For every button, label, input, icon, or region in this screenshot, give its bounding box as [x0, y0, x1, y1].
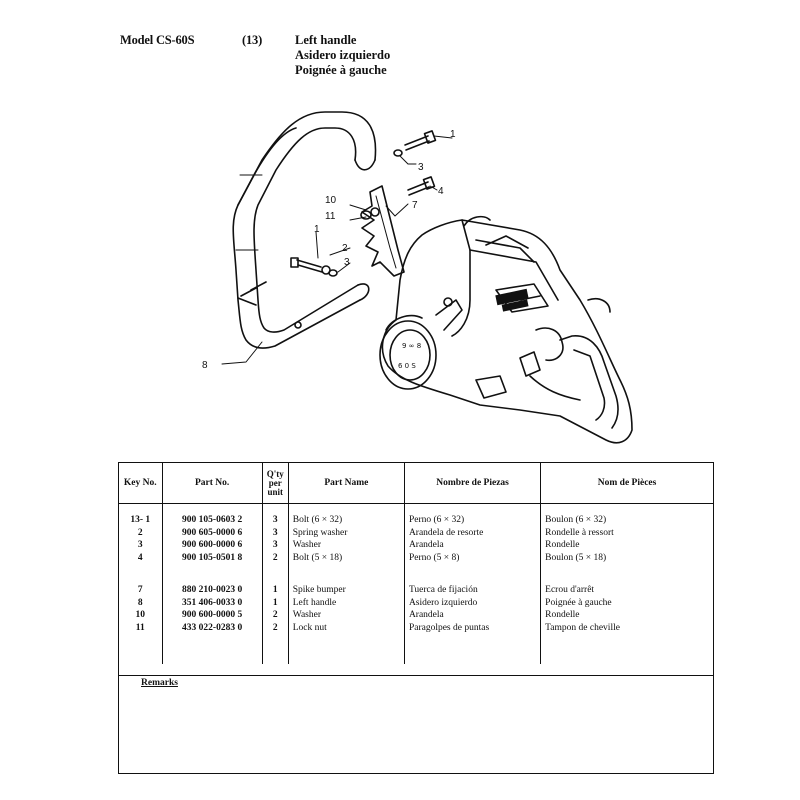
- leader-lines: [221, 135, 453, 365]
- qty-cell: 3: [262, 539, 289, 552]
- model-label: Model CS-60S: [120, 33, 195, 47]
- remarks-label: Remarks: [141, 678, 178, 688]
- title-french: Poignée à gauche: [295, 63, 387, 77]
- nombre-cell: Asidero izquierdo: [404, 596, 542, 609]
- nom-cell: Boulon (6 × 32): [545, 515, 607, 525]
- qty-cell: 1: [262, 596, 289, 609]
- part-name-cell: Spike bumper: [288, 584, 405, 597]
- chainsaw-engine-body: [379, 215, 633, 444]
- qty-cell: 2: [262, 621, 289, 634]
- table-row: 4 900 105-0501 8 2 Bolt (5 × 18) Perno (…: [119, 551, 713, 564]
- nombre-cell: Tuerca de fijación: [404, 584, 542, 597]
- key-cell: 4: [119, 551, 163, 564]
- header-key-no: Key No.: [119, 463, 163, 504]
- callout-10: 10: [325, 195, 337, 206]
- callout-8: 8: [202, 360, 208, 371]
- qty-cell: 2: [262, 551, 289, 564]
- part-name-cell: Left handle: [288, 596, 405, 609]
- key-cell: 11: [119, 621, 163, 634]
- callout-7: 7: [412, 200, 418, 211]
- fasteners: [290, 130, 437, 277]
- svg-text:6 0 S: 6 0 S: [398, 362, 416, 370]
- nom-cell: Boulon (5 × 18): [545, 552, 607, 563]
- part-name-cell: Washer: [288, 609, 405, 622]
- nom-cell: Rondelle: [545, 610, 580, 620]
- part-name-cell: Spring washer: [288, 526, 405, 539]
- part-no-cell: 351 406-0033 0: [162, 596, 263, 609]
- svg-text:9 ∞ 8: 9 ∞ 8: [402, 342, 421, 350]
- part-no-cell: 880 210-0023 0: [162, 584, 263, 597]
- header-qty-line3: unit: [267, 486, 283, 497]
- key-cell: 13- 1: [119, 514, 163, 527]
- spike-bumper-part: [361, 185, 405, 277]
- part-name-cell: Washer: [288, 539, 405, 552]
- nom-cell: Rondelle: [545, 540, 580, 550]
- header-qty: Q'ty per unit: [262, 463, 289, 504]
- engine-markings: 9 ∞ 8 6 0 S: [398, 288, 529, 370]
- callout-2: 2: [342, 243, 348, 254]
- header-nombre: Nombre de Piezas: [404, 463, 542, 504]
- part-no-cell: 900 600-0000 6: [162, 539, 263, 552]
- table-row: 13- 1 900 105-0603 2 3 Bolt (6 × 32) Per…: [119, 514, 713, 527]
- nombre-cell: Arandela de resorte: [404, 526, 542, 539]
- part-name-cell: Bolt (5 × 18): [288, 551, 405, 564]
- callout-1-left: 1: [314, 224, 320, 235]
- part-no-cell: 900 600-0000 5: [162, 609, 263, 622]
- header-nom: Nom de Pièces: [540, 463, 713, 504]
- part-no-cell: 900 105-0603 2: [162, 514, 263, 527]
- callout-3-left: 3: [344, 257, 350, 268]
- nom-cell: Rondelle à ressort: [545, 527, 614, 538]
- table-row: 10 900 600-0000 5 2 Washer Arandela Rond…: [119, 609, 713, 622]
- callout-11: 11: [325, 211, 336, 222]
- key-cell: 2: [119, 526, 163, 539]
- key-cell: 3: [119, 539, 163, 552]
- qty-cell: 1: [262, 584, 289, 597]
- part-name-cell: Bolt (6 × 32): [288, 514, 405, 527]
- parts-list-table: Key No. Part No. Q'ty per unit Part Name…: [118, 462, 714, 774]
- header-part-no: Part No.: [162, 463, 263, 504]
- nombre-cell: Paragolpes de puntas: [404, 621, 542, 634]
- table-row: 3 900 600-0000 6 3 Washer Arandela Ronde…: [119, 539, 713, 552]
- callout-3-top: 3: [418, 162, 424, 173]
- nombre-cell: Arandela: [404, 539, 542, 552]
- qty-cell: 2: [262, 609, 289, 622]
- exploded-parts-diagram: 9 ∞ 8 6 0 S 1 3 4 7 10 11 1 2 3 8: [202, 111, 633, 444]
- header-part-name: Part Name: [288, 463, 405, 504]
- part-no-cell: 900 605-0000 6: [162, 526, 263, 539]
- table-row: 11 433 022-0283 0 2 Lock nut Paragolpes …: [119, 621, 713, 634]
- part-no-cell: 433 022-0283 0: [162, 621, 263, 634]
- section-number: (13): [242, 33, 263, 47]
- qty-cell: 3: [262, 526, 289, 539]
- key-cell: 8: [119, 596, 163, 609]
- qty-cell: 3: [262, 514, 289, 527]
- table-row: 2 900 605-0000 6 3 Spring washer Arandel…: [119, 526, 713, 539]
- header-qty-line1: Q'ty: [266, 468, 284, 479]
- nombre-cell: Arandela: [404, 609, 542, 622]
- nombre-cell: Perno (5 × 8): [404, 551, 542, 564]
- callout-4: 4: [438, 186, 444, 197]
- nom-cell: Ecrou d'arrêt: [545, 585, 595, 595]
- table-row: 8 351 406-0033 0 1 Left handle Asidero i…: [119, 596, 713, 609]
- nom-cell: Tampon de cheville: [545, 622, 620, 633]
- key-cell: 7: [119, 584, 163, 597]
- part-no-cell: 900 105-0501 8: [162, 551, 263, 564]
- nom-cell: Poignée à gauche: [545, 597, 612, 608]
- callout-1-top: 1: [450, 129, 456, 140]
- header-qty-line2: per: [268, 477, 282, 488]
- table-row: 7 880 210-0023 0 1 Spike bumper Tuerca d…: [119, 584, 713, 597]
- key-cell: 10: [119, 609, 163, 622]
- title-english: Left handle: [295, 33, 357, 47]
- left-handle-part: [232, 111, 377, 349]
- nombre-cell: Perno (6 × 32): [404, 514, 542, 527]
- part-name-cell: Lock nut: [288, 621, 405, 634]
- remarks-section: Remarks: [119, 675, 713, 773]
- title-spanish: Asidero izquierdo: [295, 48, 391, 62]
